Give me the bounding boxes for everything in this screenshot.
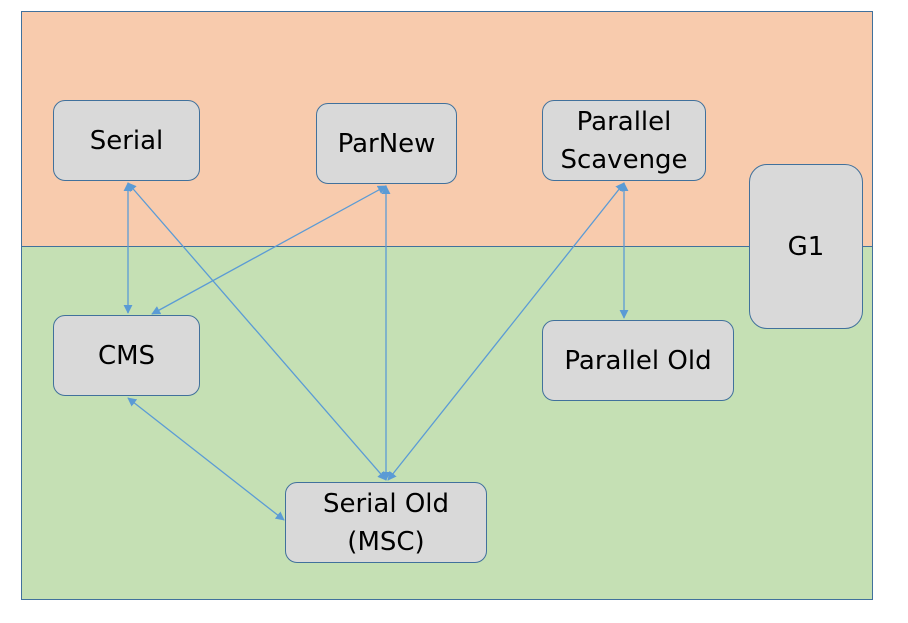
node-parallel-old: Parallel Old — [542, 320, 734, 401]
edge-parnew-cms — [151, 185, 387, 315]
node-parallel-scavenge: Parallel Scavenge — [542, 100, 706, 181]
edge-parallel-scavenge-serial-old — [387, 182, 625, 481]
node-serial-old: Serial Old (MSC) — [285, 482, 487, 563]
node-g1: G1 — [749, 164, 863, 329]
node-parnew: ParNew — [316, 103, 457, 184]
edge-cms-serial-old — [127, 397, 285, 521]
node-serial: Serial — [53, 100, 200, 181]
node-cms: CMS — [53, 315, 200, 396]
